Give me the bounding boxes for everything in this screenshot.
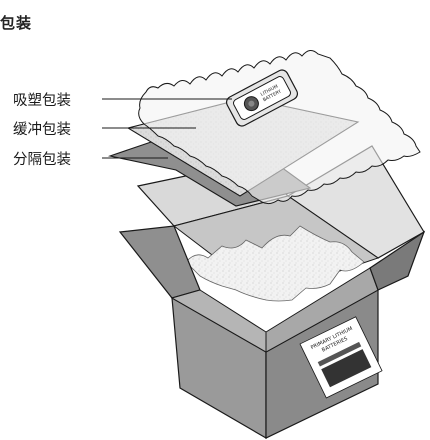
- blister-battery: LITHIUM BATTERY: [225, 69, 299, 127]
- label-blister-packaging: 吸塑包装: [13, 93, 71, 109]
- foam-insert: [185, 225, 365, 302]
- label-divider-packaging: 分隔包装: [13, 152, 71, 168]
- box-right-flap: [369, 230, 426, 291]
- blister-sheet: [138, 50, 421, 205]
- label-cushion-packaging: 缓冲包装: [13, 122, 71, 138]
- diagram-title: 包装: [0, 14, 33, 32]
- shipping-box: PRIMARY LITHIUM BATTERIES: [118, 145, 426, 440]
